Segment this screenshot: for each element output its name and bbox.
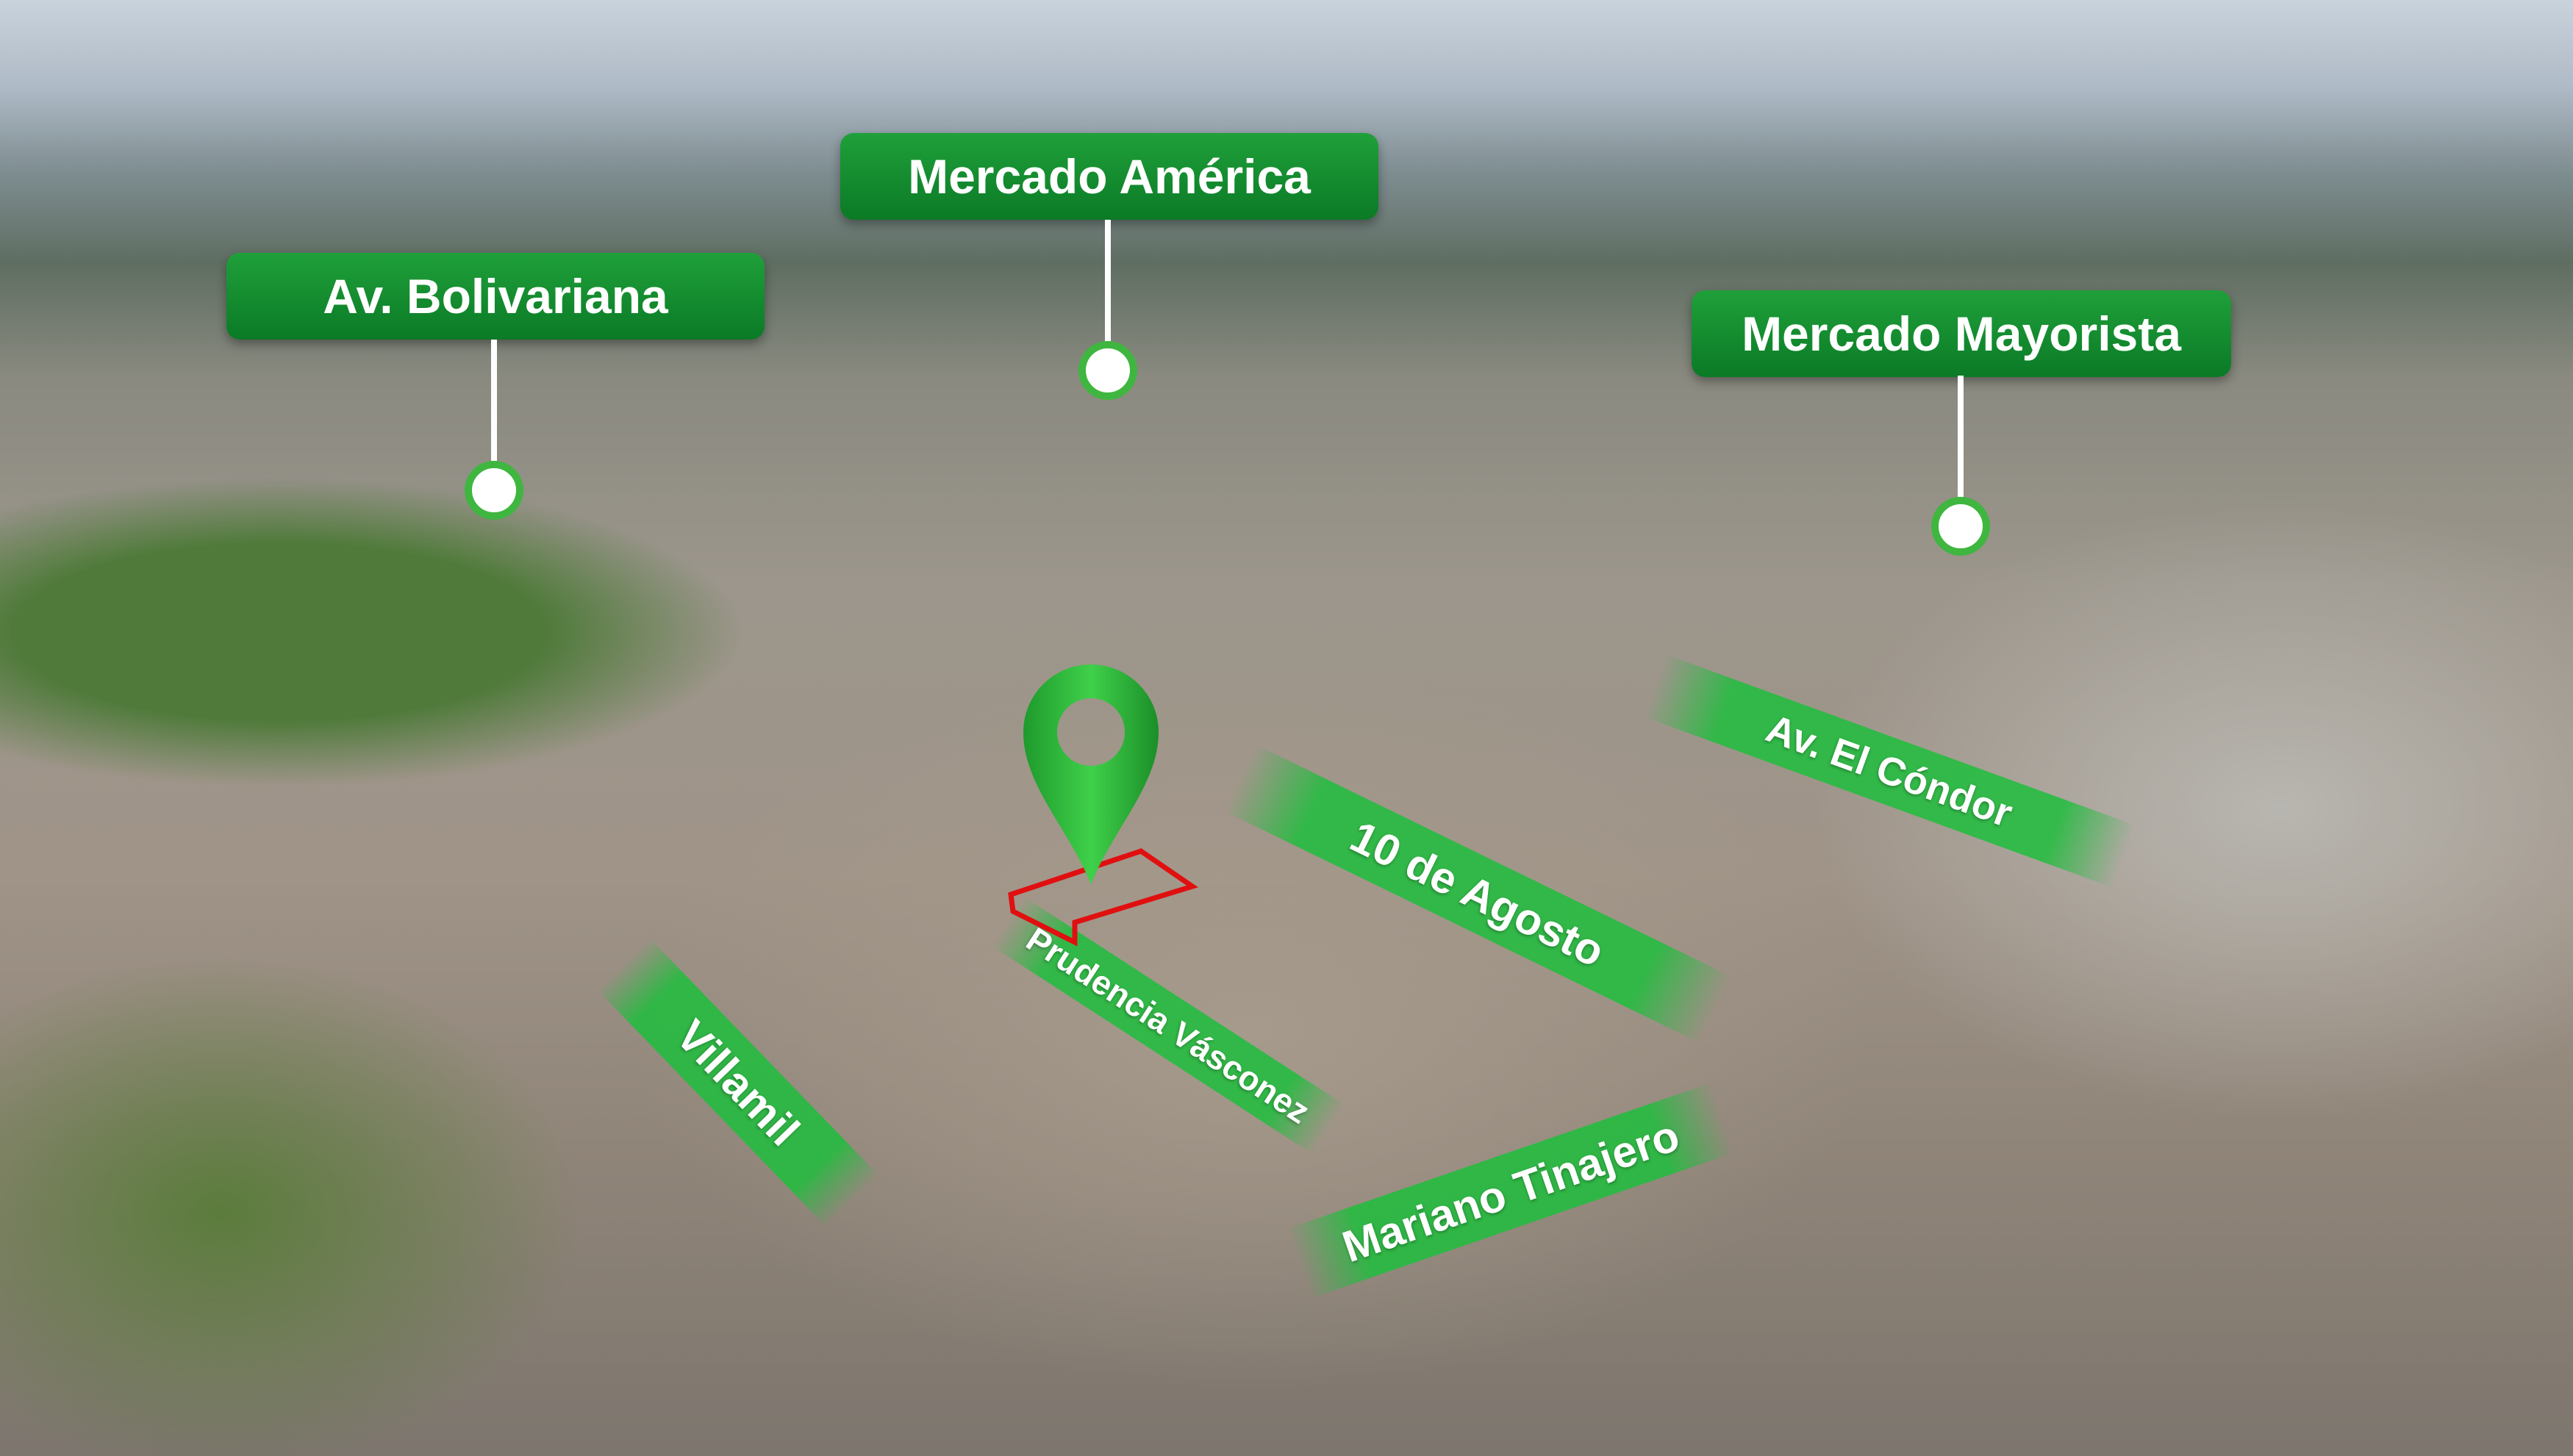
location-pin-icon (1023, 664, 1159, 884)
landmark-label-av-bolivariana: Av. Bolivariana (226, 253, 765, 340)
callout-stem (1958, 376, 1964, 501)
landmark-label-mercado-mayorista: Mercado Mayorista (1692, 290, 2231, 377)
landmark-label-mercado-america: Mercado América (840, 133, 1378, 220)
callout-stem (1105, 220, 1111, 345)
location-marker-dot (465, 461, 523, 520)
location-marker-dot (1078, 341, 1137, 400)
callout-stem (491, 340, 497, 465)
location-marker-dot (1931, 497, 1990, 556)
